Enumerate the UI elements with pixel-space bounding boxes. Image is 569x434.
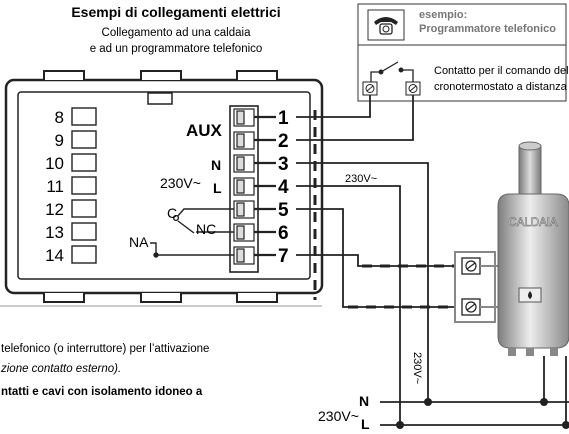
boiler-terminal-block — [454, 251, 498, 323]
terminal-label-13: 13 — [45, 223, 64, 242]
note-line-3: ntatti e cavi con isolamento idoneo a — [1, 386, 203, 398]
subtitle-line-2: e ad un programmatore telefonico — [90, 43, 263, 55]
supply-wire-voltage-label: 230V~ — [345, 173, 377, 185]
boiler-control-wires — [296, 208, 460, 308]
note-box: telefonico (o interruttore) per l’attiva… — [0, 305, 322, 398]
phone-contact-wires — [296, 95, 414, 141]
boiler-label: CALDAIA — [508, 217, 558, 229]
junction-dots — [396, 398, 569, 429]
note-line-1: telefonico (o interruttore) per l’attiva… — [1, 343, 209, 355]
flame-icon — [528, 291, 532, 299]
supply-wires — [296, 162, 429, 425]
note-line-2: zione contatto esterno). — [0, 363, 121, 375]
terminal-number-5: 5 — [278, 200, 289, 221]
mains-lines — [380, 356, 569, 426]
common-contact-label: C — [167, 205, 177, 221]
phone-label-2: Programmatore telefonico — [419, 23, 556, 35]
phone-label-1: esempio: — [419, 9, 467, 21]
phone-programmer-box: esempio: Programmatore telefonico Contat… — [357, 3, 569, 102]
subtitle-line-1: Collegamento ad una caldaia — [102, 27, 252, 39]
left-terminal-block: 8 9 10 11 12 13 14 — [45, 107, 97, 265]
boiler-illustration: CALDAIA — [497, 141, 569, 356]
right-terminal-block: 1 2 3 4 5 6 7 — [229, 105, 289, 273]
normally-closed-label: NC — [196, 221, 216, 237]
phone-terminal-left — [362, 81, 378, 96]
relay-contact — [150, 208, 234, 258]
mains-voltage-label: 230V~ — [318, 408, 359, 424]
terminal-label-14: 14 — [45, 246, 64, 265]
terminal-label-11: 11 — [46, 177, 64, 196]
diagram-title: Esempi di collegamenti elettrici — [71, 4, 280, 20]
neutral-label: N — [211, 157, 221, 173]
supply-voltage-label: 230V~ — [160, 175, 201, 191]
terminal-number-4: 4 — [278, 177, 289, 198]
terminal-label-9: 9 — [55, 131, 64, 150]
contact-description-2: cronotermostato a distanza — [434, 81, 568, 93]
mains-line-label: L — [361, 416, 370, 432]
terminal-number-1: 1 — [278, 108, 289, 129]
line-label: L — [213, 180, 222, 196]
contact-description-1: Contatto per il comando del — [434, 65, 569, 77]
terminal-number-2: 2 — [278, 131, 289, 152]
terminal-number-6: 6 — [278, 223, 289, 244]
vertical-voltage-label: 230V~ — [411, 352, 423, 384]
telephone-icon — [374, 17, 398, 35]
terminal-number-3: 3 — [278, 154, 289, 175]
terminal-number-7: 7 — [278, 246, 289, 267]
aux-label: AUX — [186, 121, 223, 140]
terminal-label-10: 10 — [45, 154, 64, 173]
terminal-label-12: 12 — [45, 200, 64, 219]
normally-open-label: NA — [129, 234, 149, 250]
mains-neutral-label: N — [359, 393, 369, 409]
phone-terminal-right — [405, 81, 421, 96]
terminal-label-8: 8 — [55, 108, 64, 127]
remote-contact-switch — [370, 61, 414, 82]
